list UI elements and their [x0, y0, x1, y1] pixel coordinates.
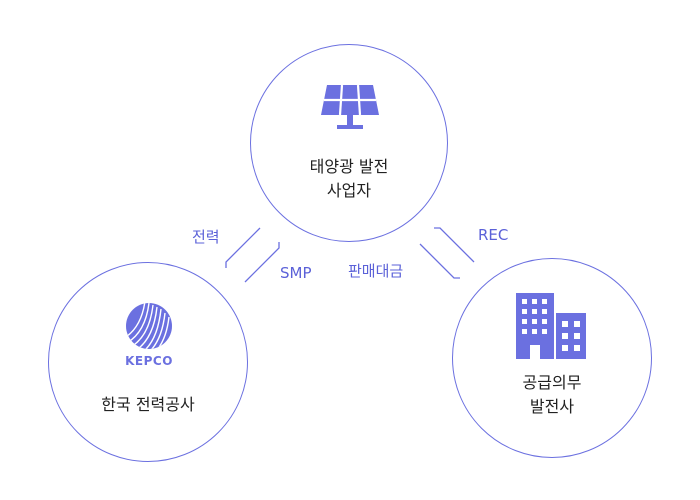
kepco-node: KEPCO 한국 전력공사	[48, 262, 248, 462]
kepco-logo-icon: KEPCO	[125, 303, 173, 368]
supplier-node: 공급의무 발전사	[452, 258, 652, 458]
edge-label-smp: SMP	[280, 264, 312, 282]
sales-arrow	[419, 243, 460, 279]
solar-node: 태양광 발전 사업자	[250, 44, 448, 242]
building-icon	[516, 293, 586, 359]
power-arrow	[225, 227, 261, 268]
supplier-node-label-line2: 발전사	[529, 397, 575, 416]
edge-label-power: 전력	[192, 228, 220, 246]
kepco-node-label: 한국 전력공사	[101, 395, 195, 414]
smp-arrow	[244, 242, 280, 283]
solar-node-label-line2: 사업자	[326, 181, 372, 200]
solar-node-label-line1: 태양광 발전	[309, 157, 389, 176]
kepco-logo-text: KEPCO	[125, 354, 173, 368]
solar-panel-icon	[321, 84, 379, 129]
supplier-node-label-line1: 공급의무	[522, 373, 582, 392]
rec-arrow	[434, 227, 475, 263]
edge-label-rec: REC	[478, 226, 509, 244]
edge-label-sales: 판매대금	[348, 262, 404, 280]
